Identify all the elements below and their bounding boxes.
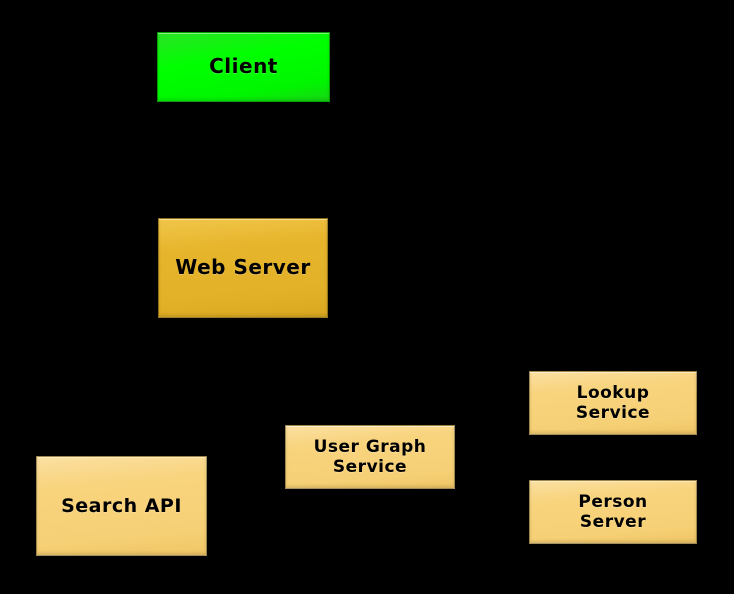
diagram-node-search-api[interactable]: Search API [36,456,207,556]
diagram-node-user-graph-service-label: User Graph Service [313,436,427,477]
diagram-node-lookup-service[interactable]: Lookup Service [529,371,697,435]
diagram-node-search-api-label: Search API [61,494,182,517]
diagram-node-client[interactable]: Client [157,32,330,102]
diagram-node-web-server[interactable]: Web Server [158,218,328,318]
diagram-node-person-server[interactable]: Person Server [529,480,697,544]
diagram-node-user-graph-service[interactable]: User Graph Service [285,425,455,489]
diagram-node-lookup-service-label: Lookup Service [575,382,651,423]
diagram-node-person-server-label: Person Server [578,491,648,532]
diagram-node-client-label: Client [209,54,278,79]
diagram-node-web-server-label: Web Server [175,255,311,280]
